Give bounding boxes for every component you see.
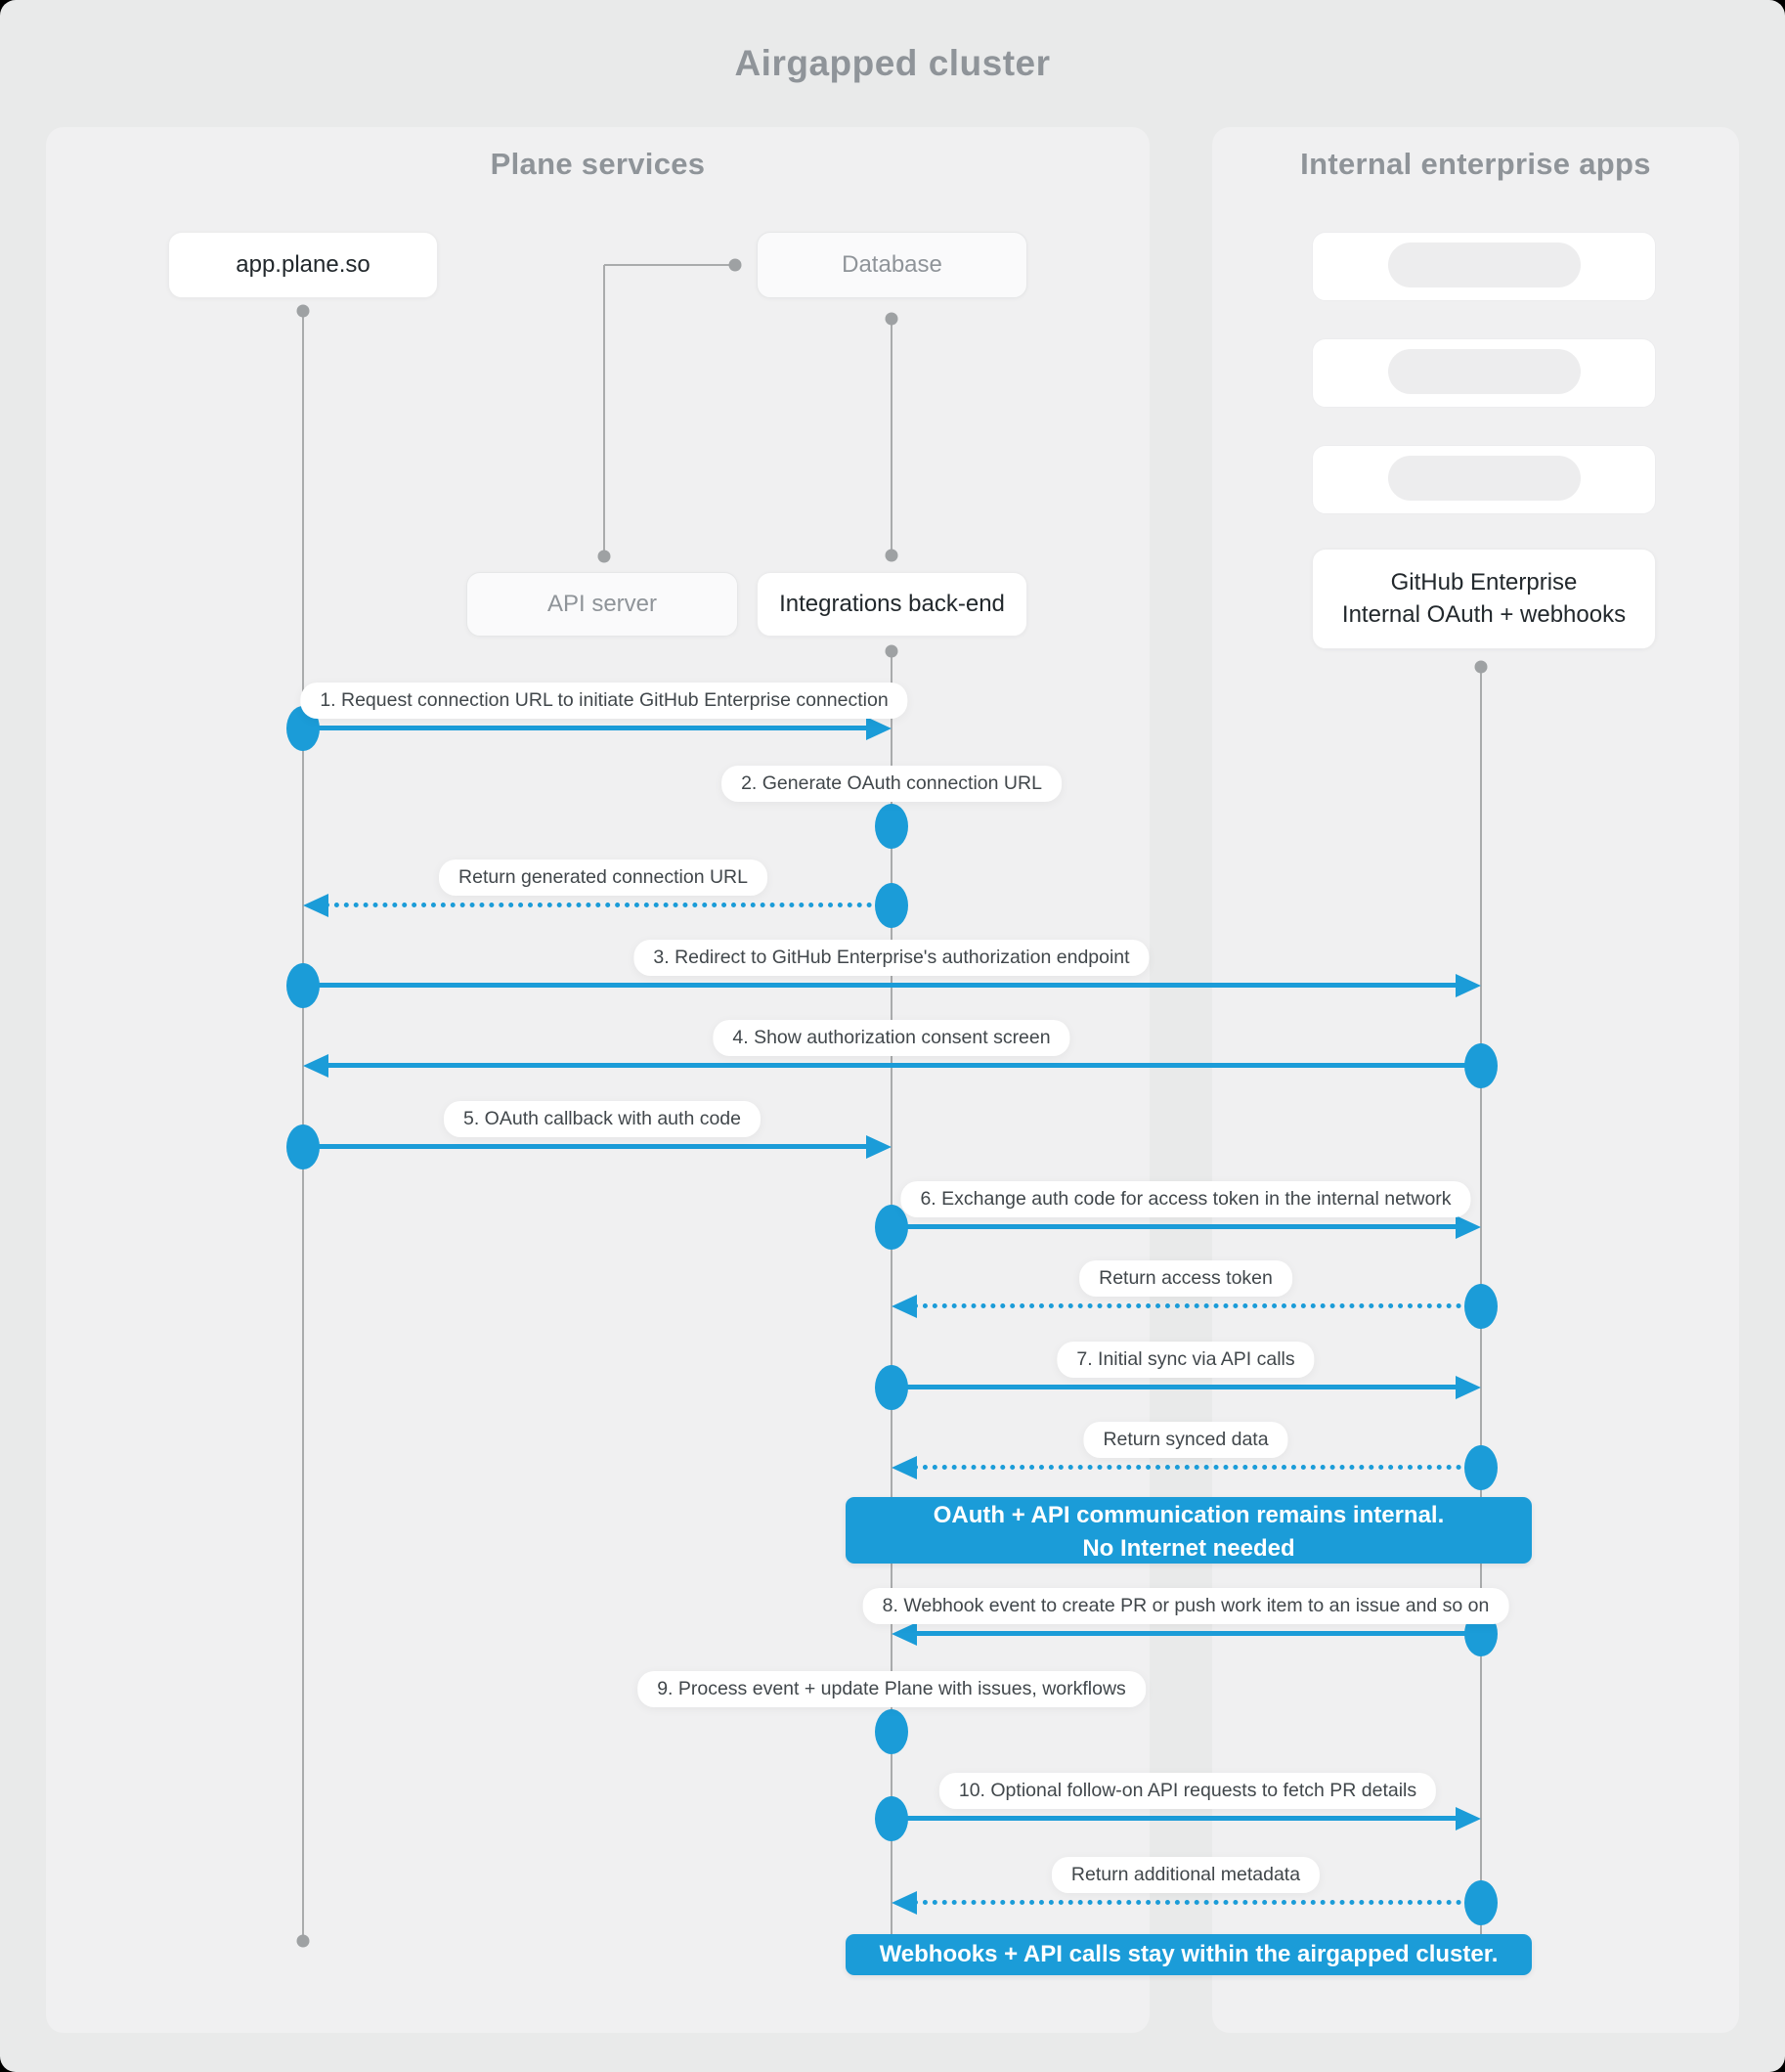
banner-line: Webhooks + API calls stay within the air…	[879, 1941, 1499, 1967]
arrowhead-icon	[1456, 1376, 1481, 1399]
message-arrow-line	[892, 1224, 1461, 1229]
lifeline-app-top-dot	[296, 304, 310, 318]
message-arrow-line	[325, 903, 892, 907]
skeleton-pill	[1387, 456, 1581, 501]
connector-apiserver-dot	[597, 550, 611, 563]
node-integrations-backend-label: Integrations back-end	[779, 590, 1005, 617]
node-integrations-backend: Integrations back-end	[757, 572, 1027, 637]
node-github-enterprise: GitHub Enterprise Internal OAuth + webho…	[1312, 549, 1656, 649]
panel-internal-title: Internal enterprise apps	[1300, 147, 1651, 181]
lifeline-app-bottom-dot	[296, 1934, 310, 1948]
connector-database-dot	[728, 258, 742, 272]
message-origin-dot	[1464, 1284, 1498, 1329]
message-label: 10. Optional follow-on API requests to f…	[938, 1773, 1437, 1809]
message-origin-dot	[1464, 1043, 1498, 1088]
message-label: 3. Redirect to GitHub Enterprise's autho…	[633, 940, 1150, 976]
message-origin-dot	[286, 963, 320, 1008]
skeleton-pill	[1387, 242, 1581, 287]
node-api-server-label: API server	[546, 590, 658, 617]
message-origin-dot	[875, 1365, 908, 1410]
message-self-dot	[875, 804, 908, 849]
arrowhead-icon	[866, 717, 892, 740]
message-arrow-line	[892, 1816, 1461, 1821]
arrowhead-icon	[892, 1622, 917, 1646]
arrowhead-icon	[303, 1054, 328, 1078]
arrowhead-icon	[866, 1135, 892, 1159]
skeleton-app-card	[1312, 232, 1656, 301]
arrowhead-icon	[1456, 1807, 1481, 1830]
node-github-enterprise-line2: Internal OAuth + webhooks	[1341, 600, 1627, 628]
message-origin-dot	[875, 883, 908, 928]
message-label: 7. Initial sync via API calls	[1057, 1342, 1315, 1378]
panel-plane-title: Plane services	[490, 147, 706, 181]
connector-database-bottom-dot	[885, 312, 898, 326]
message-label: 9. Process event + update Plane with iss…	[637, 1671, 1146, 1707]
arrowhead-icon	[1456, 1215, 1481, 1239]
message-label: 2. Generate OAuth connection URL	[721, 766, 1062, 802]
message-origin-dot	[1464, 1880, 1498, 1925]
arrowhead-icon	[1456, 974, 1481, 997]
connector-integrations-top-dot	[885, 549, 898, 562]
lifeline-github-top-dot	[1474, 660, 1488, 674]
node-database: Database	[757, 232, 1027, 298]
message-label: 5. OAuth callback with auth code	[444, 1101, 761, 1137]
message-arrow-line	[913, 1465, 1481, 1470]
connector-database-apiserver-horizontal	[604, 264, 735, 266]
skeleton-pill	[1387, 349, 1581, 394]
arrowhead-icon	[892, 1891, 917, 1915]
connector-database-apiserver-vertical	[603, 265, 605, 555]
message-arrow-line	[325, 1063, 1481, 1068]
airgapped-cluster-banner: Webhooks + API calls stay within the air…	[846, 1934, 1532, 1975]
node-app-plane-so: app.plane.so	[168, 232, 438, 298]
message-label: 1. Request connection URL to initiate Gi…	[300, 683, 908, 719]
message-label: Return generated connection URL	[439, 860, 767, 896]
message-origin-dot	[875, 1205, 908, 1250]
message-arrow-line	[892, 1385, 1461, 1389]
page-title: Airgapped cluster	[734, 43, 1051, 83]
message-arrow-line	[303, 983, 1461, 988]
skeleton-app-card	[1312, 445, 1656, 514]
connector-database-integrations	[891, 317, 892, 555]
message-arrow-line	[913, 1631, 1481, 1636]
arrowhead-icon	[892, 1456, 917, 1479]
arrowhead-icon	[303, 894, 328, 917]
banner-line: OAuth + API communication remains intern…	[933, 1502, 1445, 1528]
banner-line: No Internet needed	[1082, 1535, 1295, 1563]
node-api-server: API server	[466, 572, 738, 637]
message-label: Return synced data	[1083, 1422, 1288, 1458]
message-arrow-line	[303, 726, 872, 730]
message-origin-dot	[286, 1124, 320, 1169]
node-app-plane-so-label: app.plane.so	[236, 250, 370, 278]
message-label: 6. Exchange auth code for access token i…	[900, 1181, 1471, 1217]
lifeline-integrations-top-dot	[885, 644, 898, 658]
message-self-dot	[875, 1709, 908, 1754]
message-label: 4. Show authorization consent screen	[713, 1020, 1070, 1056]
node-github-enterprise-line1: GitHub Enterprise	[1390, 569, 1578, 596]
message-label: Return access token	[1079, 1260, 1292, 1297]
message-arrow-line	[913, 1900, 1481, 1905]
message-arrow-line	[303, 1144, 872, 1149]
node-database-label: Database	[842, 250, 942, 278]
message-label: 8. Webhook event to create PR or push wo…	[862, 1588, 1509, 1624]
message-origin-dot	[1464, 1445, 1498, 1490]
message-label: Return additional metadata	[1051, 1857, 1321, 1893]
message-arrow-line	[913, 1303, 1481, 1308]
skeleton-app-card	[1312, 338, 1656, 408]
panel-plane-services	[46, 127, 1150, 2033]
message-origin-dot	[875, 1796, 908, 1841]
internal-communication-banner: OAuth + API communication remains intern…	[846, 1497, 1532, 1564]
arrowhead-icon	[892, 1295, 917, 1318]
